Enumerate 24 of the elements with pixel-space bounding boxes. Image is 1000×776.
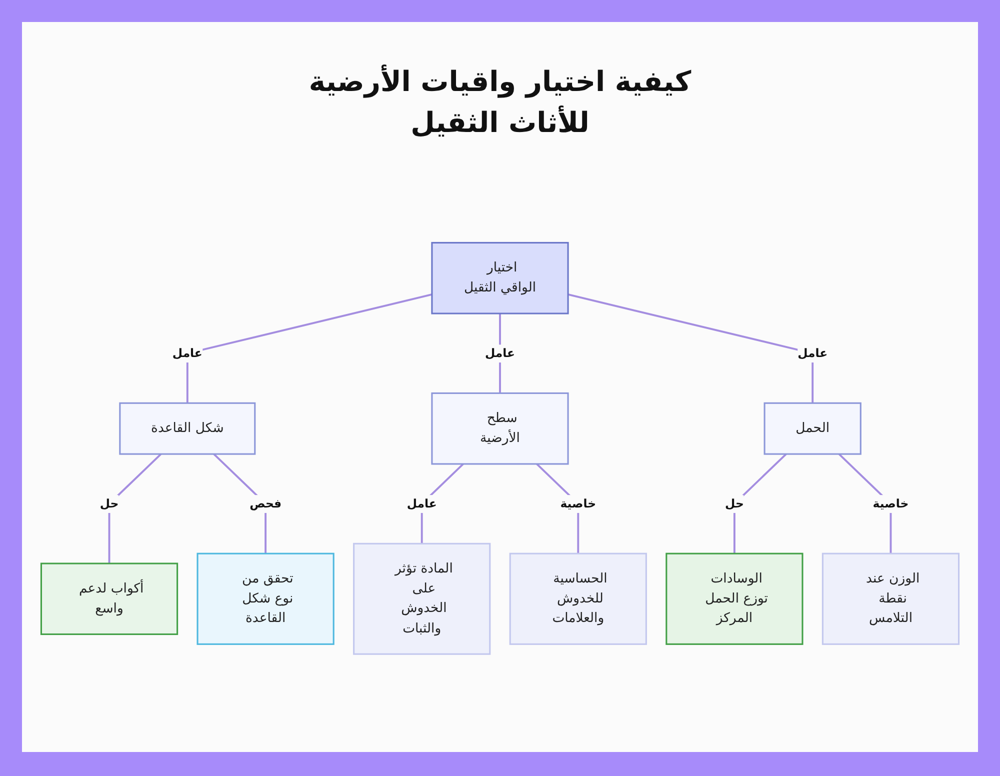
connector <box>186 294 432 404</box>
edge-label: خاصية <box>560 496 596 511</box>
node-box: الوسادات توزع الحمل المركز <box>666 552 804 646</box>
edge-label: عامل <box>406 496 437 511</box>
node-box: سطح الأرضية <box>431 392 569 465</box>
node-box: اختيار الواقي الثقيل <box>431 242 569 314</box>
edge-label: حل <box>725 496 744 511</box>
node-box: الحمل <box>764 402 862 455</box>
node-box: تحقق من نوع شكل القاعدة <box>196 552 334 646</box>
connector <box>733 454 787 554</box>
node-box: أكواب لدعم واسع <box>40 562 178 636</box>
edge-label: عامل <box>172 346 202 360</box>
node-box: الوزن عند نقطة التلامس <box>822 552 960 646</box>
node-box: شكل القاعدة <box>119 402 256 455</box>
title: كيفية اختيار واقيات الأرضية للأثاث الثقيل <box>308 64 692 141</box>
edge-label: فحص <box>250 496 282 511</box>
edge-label: عامل <box>485 346 515 360</box>
connector <box>108 454 162 564</box>
edge-label: حل <box>100 496 119 511</box>
connector <box>568 294 814 404</box>
edge-label: عامل <box>798 346 828 360</box>
edge-label: خاصية <box>872 496 909 511</box>
node-box: المادة تؤثر على الخدوش والثبات <box>353 543 491 656</box>
node-box: الحساسية للخدوش والعلامات <box>509 552 647 646</box>
